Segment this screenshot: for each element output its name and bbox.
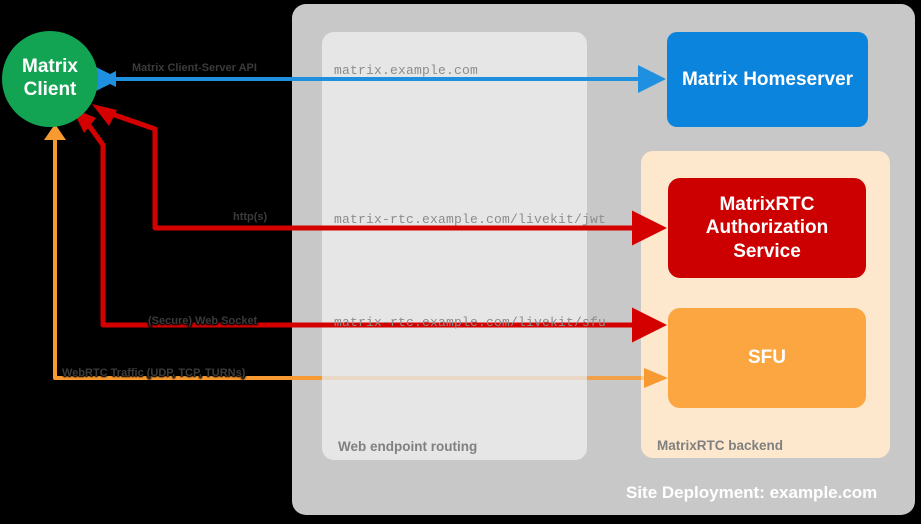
protocol-label-https: http(s) — [233, 211, 268, 223]
label-web-endpoint-routing: Web endpoint routing — [338, 439, 478, 454]
node-sfu[interactable]: SFU — [668, 308, 866, 408]
protocol-label-secure-websocket: (Secure) Web Socket — [148, 315, 258, 327]
endpoint-label-livekit-jwt: matrix-rtc.example.com/livekit/jwt — [334, 212, 607, 227]
matrix-homeserver-label: Matrix Homeserver — [681, 68, 854, 90]
sfu-label: SFU — [748, 347, 786, 369]
protocol-label-webrtc-traffic: WebRTC Traffic (UDP, TCP, TURNs) — [62, 367, 246, 379]
protocol-label-matrix-client-server-api: Matrix Client-Server API — [132, 62, 257, 74]
container-web-endpoint-routing — [322, 32, 587, 460]
flow-http-jwt — [92, 104, 667, 246]
flow-webrtc-traffic — [44, 112, 668, 388]
flow-matrix-client-server-api — [92, 65, 666, 93]
label-site-deployment: Site Deployment: example.com — [626, 483, 878, 502]
label-matrixrtc-backend: MatrixRTC backend — [657, 438, 784, 453]
auth-label-line2: Authorization — [705, 217, 829, 239]
endpoint-label-matrix-example-com: matrix.example.com — [334, 63, 479, 78]
auth-label-line1: MatrixRTC — [719, 194, 815, 216]
matrix-client-label-line2: Client — [23, 79, 77, 100]
endpoint-label-livekit-sfu: matrix-rtc.example.com/livekit/sfu — [334, 315, 607, 330]
node-matrix-client[interactable]: Matrix Client — [2, 31, 98, 127]
matrix-client-label-line1: Matrix — [22, 56, 78, 78]
node-matrixrtc-authorization-service[interactable]: MatrixRTC Authorization Service — [668, 178, 866, 278]
auth-label-line3: Service — [733, 240, 801, 262]
node-matrix-homeserver[interactable]: Matrix Homeserver — [667, 32, 868, 127]
